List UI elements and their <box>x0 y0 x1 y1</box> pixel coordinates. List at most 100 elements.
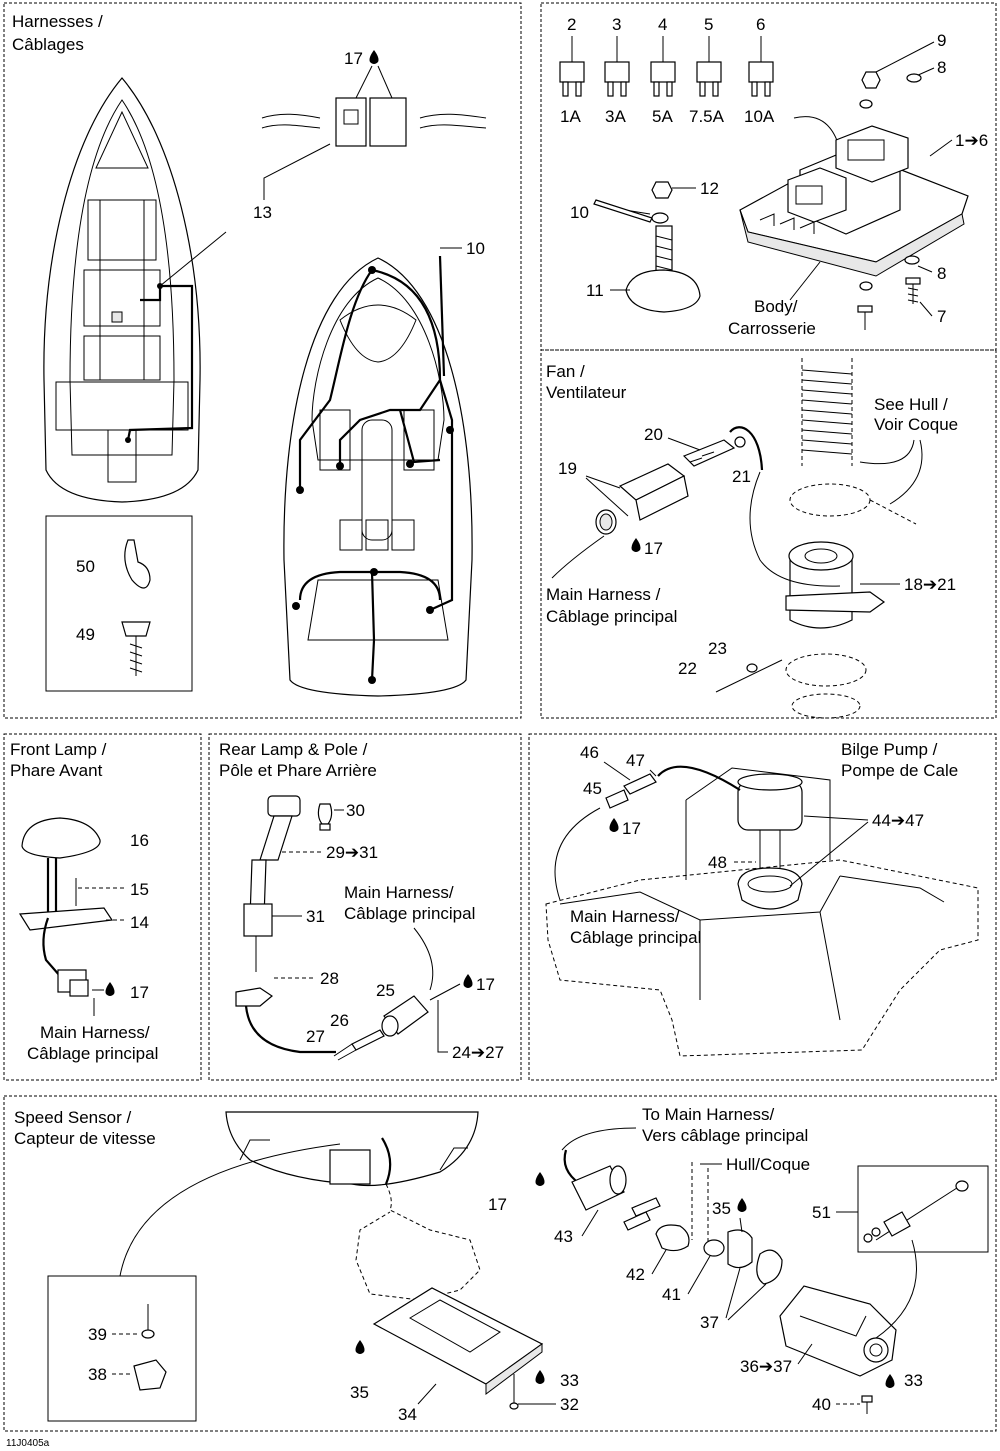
fan-label-19: 19 <box>558 459 577 478</box>
fuse-label-1-6: 1➔6 <box>955 131 988 150</box>
fan-title-line2: Ventilateur <box>546 383 627 402</box>
fuse-label-8: 8 <box>937 58 946 77</box>
diagram-code: 11J0405a <box>6 1438 50 1449</box>
speed-label-42: 42 <box>626 1265 645 1284</box>
leader-44-47a <box>803 815 869 821</box>
harnesses-frame <box>3 2 522 719</box>
leader-24-27 <box>437 1000 448 1053</box>
bilge-connector-drawing <box>605 789 629 809</box>
washer-drawing-3 <box>904 255 920 265</box>
screw-drawing <box>857 277 921 330</box>
vent-hose-drawing <box>785 358 917 719</box>
harnesses-title-line1: Harnesses / <box>12 12 103 31</box>
front-lamp-label-16: 16 <box>130 831 149 850</box>
front-main-harness-line2: Câblage principal <box>27 1044 158 1063</box>
fan-motor-drawing <box>785 541 886 629</box>
rear-lamp-label-25: 25 <box>376 981 395 1000</box>
fan-wire-2 <box>729 426 764 471</box>
speed-label-17: 17 <box>488 1195 507 1214</box>
fuse-rating-7-5a: 7.5A <box>689 107 725 126</box>
loctite-drop-icon <box>105 982 115 996</box>
fuse-label-10: 10 <box>570 203 589 222</box>
rear-lamp-label-30: 30 <box>346 801 365 820</box>
nut-drawing <box>861 71 881 89</box>
leader-36-37 <box>797 1343 813 1365</box>
hull-coque-label: Hull/Coque <box>726 1155 810 1174</box>
leader-line-13 <box>263 143 331 200</box>
leader-line-13b <box>159 231 227 287</box>
fuse-label-11: 11 <box>586 281 604 300</box>
leader-19b <box>585 477 629 517</box>
speed-connector-drawing <box>563 1149 783 1285</box>
bilge-terminal-drawing <box>623 773 657 795</box>
rear-main-harness-line2: Câblage principal <box>344 904 475 923</box>
post-drawing <box>625 225 701 313</box>
fastener-subbox <box>45 515 193 692</box>
speed-title-line1: Speed Sensor / <box>14 1108 131 1127</box>
see-hull-line1: See Hull / <box>874 395 948 414</box>
washer-drawing-2 <box>859 99 873 109</box>
bilge-label-48: 48 <box>708 853 727 872</box>
speed-sensor-body-drawing <box>779 1239 917 1377</box>
front-lamp-label-14: 14 <box>130 913 149 932</box>
push-rivet-drawing <box>121 621 151 676</box>
leader-37a <box>725 1267 741 1319</box>
fan-main-harness-line1: Main Harness / <box>546 585 661 604</box>
to-main-harness-line2: Vers câblage principal <box>642 1126 808 1145</box>
fuse-number-2: 2 <box>567 15 576 34</box>
see-hull-line2: Voir Coque <box>874 415 958 434</box>
leader-body <box>789 261 821 301</box>
fuse-label-7: 7 <box>937 307 946 326</box>
fan-label-20: 20 <box>644 425 663 444</box>
harness-label-10: 10 <box>466 239 485 258</box>
rear-connector-drawing <box>333 995 429 1061</box>
mounting-plate-drawing <box>372 1287 544 1395</box>
harnesses-title-line2: Câblages <box>12 35 84 54</box>
speed-label-35b: 35 <box>350 1383 369 1402</box>
rear-lamp-frame <box>208 733 522 1081</box>
rear-lamp-label-29-31: 29➔31 <box>326 843 378 862</box>
speed-sensor-frame <box>3 1095 997 1432</box>
front-lamp-frame <box>3 733 202 1081</box>
speed-label-43: 43 <box>554 1227 573 1246</box>
leader-34 <box>417 1383 437 1405</box>
speed-label-38: 38 <box>88 1365 107 1384</box>
rear-lamp-label-24-27: 24➔27 <box>452 1043 504 1062</box>
rivet-39-drawing <box>141 1304 155 1339</box>
to-main-harness-line1: To Main Harness/ <box>642 1105 775 1124</box>
leader-7 <box>919 301 933 317</box>
fuse-arrow-line <box>793 116 841 151</box>
leader-9 <box>875 41 935 73</box>
rear-lamp-label-31: 31 <box>306 907 325 926</box>
rear-lamp-label-27: 27 <box>306 1027 325 1046</box>
leader-20 <box>667 437 701 451</box>
fuse-number-5: 5 <box>704 15 713 34</box>
washer-drawing <box>906 73 922 83</box>
see-hull-arrow <box>859 439 915 465</box>
leader-35 <box>739 1217 743 1233</box>
fan-clip-drawing <box>734 436 746 448</box>
screw-22-drawing <box>715 659 783 693</box>
fan-connector-drawing <box>595 439 736 535</box>
bolt-51-drawing <box>863 1180 969 1243</box>
loctite-drop-icon <box>535 1172 545 1186</box>
rear-harness-arrow <box>413 927 434 991</box>
harness-label-13: 13 <box>253 203 272 222</box>
speed-label-33b: 33 <box>560 1371 579 1390</box>
fuse-label-8b: 8 <box>937 264 946 283</box>
speed-label-40: 40 <box>812 1395 831 1414</box>
ring-terminal-drawing <box>651 212 669 224</box>
loctite-drop-icon <box>631 538 641 552</box>
harness-label-49: 49 <box>76 625 95 644</box>
leader-37b <box>727 1283 767 1321</box>
bilge-pump-frame <box>528 733 997 1081</box>
fuse-number-3: 3 <box>612 15 621 34</box>
loctite-drop-icon <box>463 974 473 988</box>
bilge-label-17: 17 <box>622 819 641 838</box>
hull-wall-lines <box>691 1162 709 1250</box>
fuse-rating-10a: 10A <box>744 107 775 126</box>
bilge-title-line2: Pompe de Cale <box>841 761 958 780</box>
speed-label-34: 34 <box>398 1405 417 1424</box>
fuse-label-12: 12 <box>700 179 719 198</box>
see-hull-arrow-2 <box>889 439 923 505</box>
